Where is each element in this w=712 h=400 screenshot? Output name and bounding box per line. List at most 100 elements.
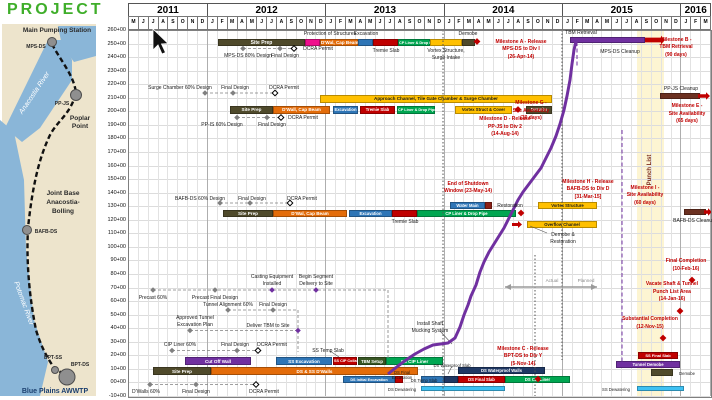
map-label: BPT-DS bbox=[70, 362, 90, 368]
grid-line-h bbox=[128, 382, 710, 384]
chart-label: Actual bbox=[545, 278, 559, 283]
chart-label: Tremie Slab bbox=[372, 48, 400, 54]
grid-line-h bbox=[128, 274, 710, 275]
mouse-cursor bbox=[152, 28, 169, 55]
grid-line-v bbox=[660, 30, 662, 396]
gantt-bar: Cut Off Wall bbox=[185, 357, 251, 365]
grid-line-v bbox=[522, 30, 524, 396]
chart-label: Final Design bbox=[221, 341, 249, 348]
station-label: 200+00 bbox=[107, 108, 126, 115]
map-label: Point bbox=[71, 123, 89, 130]
grid-line-v bbox=[177, 30, 179, 396]
grid-line-v bbox=[611, 30, 613, 396]
gantt-bar: Overflow Channel bbox=[527, 221, 597, 228]
chart-label: Milestone H - Release bbox=[562, 178, 614, 185]
station-label: -10+00 bbox=[108, 393, 126, 399]
chart-label: MPS-DS 80% Design bbox=[224, 52, 272, 59]
chart-label: DCRA Permit bbox=[269, 84, 299, 91]
grid-line-h bbox=[128, 287, 710, 289]
grid-line-v bbox=[581, 30, 583, 396]
gantt-bar: SS CIP Collar bbox=[333, 357, 359, 365]
gantt-bar: CP Liner & Drop Pipe bbox=[398, 38, 438, 46]
map-label: MPS-DS bbox=[26, 44, 46, 50]
chart-label: Vortex Structure, bbox=[427, 48, 465, 54]
station-label: 210+00 bbox=[107, 94, 126, 101]
gantt-bar bbox=[421, 375, 444, 383]
grid-line-h bbox=[128, 84, 710, 86]
chart-label: Milestone C - Release bbox=[497, 345, 549, 352]
chart-label: BAFB-DS to Div D bbox=[566, 186, 610, 192]
chart-label: (30 days) bbox=[520, 115, 542, 121]
chart-label: (5-Nov-14) bbox=[510, 360, 536, 367]
chart-label: (60 days) bbox=[634, 199, 656, 206]
chart-label: Excavation Plan bbox=[177, 321, 213, 328]
chart-label: (14-Aug-14) bbox=[491, 131, 519, 137]
grid-line-v bbox=[128, 30, 129, 396]
milestone-diamond-gray bbox=[169, 347, 175, 354]
gantt-bar: Site Prep bbox=[218, 38, 305, 46]
gantt-bar: DS & SS D'Walls bbox=[211, 366, 418, 375]
grid-line-v bbox=[571, 30, 573, 396]
gantt-bar bbox=[305, 38, 320, 46]
year-cell: 2012 bbox=[206, 3, 327, 17]
chart-label: Begin Segment bbox=[298, 274, 334, 280]
gantt-bar: DS Final Slab bbox=[458, 375, 505, 383]
gantt-bar: Vortex Struct & Cover bbox=[455, 106, 512, 114]
grid-line-v bbox=[680, 30, 682, 396]
chart-label: BPT-DS to Div Y bbox=[503, 353, 543, 359]
chart-label: PP-IS 60% Design bbox=[201, 121, 243, 128]
bpt-ss-node bbox=[51, 366, 59, 374]
grid-line-v bbox=[167, 30, 169, 396]
chart-label: Site Availability bbox=[512, 107, 550, 114]
station-label: 10+00 bbox=[110, 365, 126, 372]
chart-label: DCRA Permit bbox=[249, 389, 279, 395]
chart-label: D'Walls 60% bbox=[132, 388, 160, 395]
year-cell: 2016 bbox=[680, 3, 711, 17]
chart-label: Final Design bbox=[221, 84, 249, 91]
chart-label: Mucking System bbox=[411, 328, 449, 334]
station-label: 230+00 bbox=[107, 67, 126, 74]
grid-line-v bbox=[631, 30, 633, 396]
year-cell: 2011 bbox=[128, 3, 208, 17]
grid-line-h bbox=[128, 138, 710, 140]
station-label: 80+00 bbox=[110, 271, 126, 277]
chart-label: Tunnel Alignment 60% bbox=[203, 301, 253, 308]
month-cell: M bbox=[700, 16, 711, 30]
grid-line-h bbox=[128, 57, 710, 59]
grid-line-v bbox=[542, 30, 544, 396]
station-label: 130+00 bbox=[107, 203, 126, 210]
grid-line-v bbox=[601, 30, 603, 396]
map-label: PP-JS bbox=[54, 101, 70, 107]
grid-line-v bbox=[640, 30, 642, 396]
chart-label: DS Temp Slab bbox=[410, 377, 438, 383]
gantt-bar bbox=[570, 36, 645, 43]
station-label: 220+00 bbox=[107, 81, 126, 88]
year-cell: 2014 bbox=[443, 3, 564, 17]
chart-label: DCRA Permit bbox=[288, 114, 318, 121]
gantt-bar: Site Prep bbox=[223, 209, 273, 217]
chart-label: Precast 60% bbox=[138, 294, 168, 301]
gantt-bar: D'Wal, Cap Beam bbox=[320, 38, 359, 46]
chart-label: Milestone E - bbox=[671, 103, 703, 109]
grid-line-h bbox=[128, 179, 710, 181]
chart-label: (26-Apr-14) bbox=[507, 53, 535, 60]
bpt-ds-node bbox=[58, 368, 76, 386]
chart-label: PP-JS Cleanup bbox=[663, 86, 699, 92]
station-label: 260+00 bbox=[107, 27, 126, 33]
gantt-bar: DS Waterproof Walls bbox=[458, 366, 545, 374]
grid-line-v bbox=[552, 30, 554, 396]
chart-label: Install Shaft bbox=[416, 321, 444, 327]
chart-label: Window (23-May-14) bbox=[443, 188, 493, 194]
chart-label: DCRA Permit bbox=[287, 195, 317, 202]
year-cell: 2013 bbox=[325, 3, 445, 17]
chart-label: MPS-DS to Div I bbox=[502, 46, 540, 52]
gantt-bar: D'Wal, Cap Beam bbox=[273, 209, 347, 217]
chart-label: DCRA Permit bbox=[257, 341, 287, 348]
gantt-bar bbox=[444, 375, 458, 383]
station-label: 110+00 bbox=[107, 230, 126, 237]
grid-line-v bbox=[157, 30, 159, 396]
year-cell: 2015 bbox=[562, 3, 682, 17]
grid-line-v bbox=[650, 30, 652, 396]
gantt-bar bbox=[651, 369, 673, 376]
grid-line-h bbox=[128, 165, 710, 167]
